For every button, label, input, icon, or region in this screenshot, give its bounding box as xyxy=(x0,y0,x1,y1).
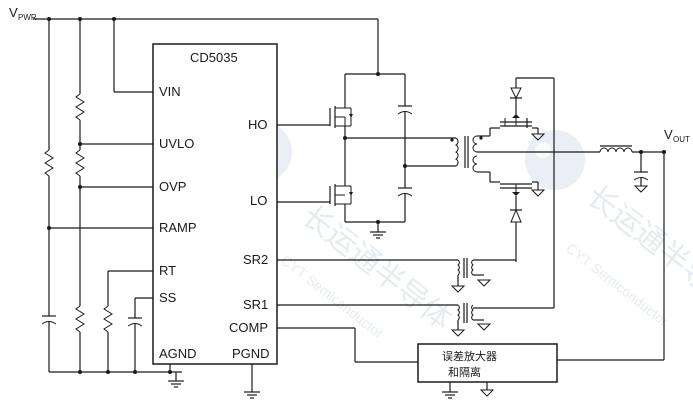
input-cap-top xyxy=(397,74,413,168)
ic-body xyxy=(152,43,278,365)
pin-sr2: SR2 xyxy=(243,252,268,267)
half-bridge-bus xyxy=(343,72,405,232)
error-amp-box xyxy=(417,343,558,383)
main-transformer xyxy=(450,135,600,173)
pin-ramp: RAMP xyxy=(159,220,197,235)
pin-ovp: OVP xyxy=(159,179,186,194)
half-bridge-ground xyxy=(370,231,386,239)
pin-sr1: SR1 xyxy=(243,297,268,312)
sync-rect-mosfet-bottom xyxy=(489,172,539,206)
output-inductor xyxy=(599,145,666,154)
pin-ho: HO xyxy=(248,117,268,132)
error-amp-ground-left xyxy=(442,382,458,399)
error-amp-label-line2: 和隔离 xyxy=(448,365,481,379)
chip-name: CD5035 xyxy=(190,50,238,65)
pin-vin: VIN xyxy=(159,84,181,99)
pin-agnd: AGND xyxy=(159,346,197,361)
error-amp-ground-right xyxy=(479,382,495,397)
watermark-cn-left: 长运通半导体 xyxy=(295,199,458,337)
vpwr-label-sub: PWR xyxy=(18,13,37,22)
ramp-wire xyxy=(47,226,153,230)
vout-label-sub: OUT xyxy=(673,135,690,144)
output-capacitor xyxy=(633,152,649,193)
input-cap-bottom xyxy=(397,166,413,222)
high-side-mosfet xyxy=(277,106,353,128)
ground-symbol xyxy=(168,380,184,388)
watermark: 长运通半导体 长运通半导体 CYT Semiconductor CYT Semi… xyxy=(232,122,693,342)
low-side-mosfet xyxy=(277,184,353,206)
pin-ss: SS xyxy=(159,290,177,305)
vpwr-label: V xyxy=(9,5,18,20)
pin-comp: COMP xyxy=(229,320,268,335)
error-amp-label-line1: 误差放大器 xyxy=(442,349,497,363)
sr2-gate-transformer xyxy=(450,258,516,293)
pin-lo: LO xyxy=(250,193,267,208)
watermark-logo-right xyxy=(525,130,585,190)
pin-pgnd: PGND xyxy=(232,346,270,361)
sync-rect-mosfet-top xyxy=(489,108,539,136)
sync-rect-top-ground xyxy=(530,133,546,141)
sr1-gate-transformer xyxy=(450,303,554,337)
vout-label: V xyxy=(664,127,673,142)
ss-capacitor xyxy=(127,297,153,372)
pin-uvlo: UVLO xyxy=(159,136,194,151)
pin-rt: RT xyxy=(159,263,176,278)
pgnd-ground xyxy=(244,364,260,399)
vpwr-rail xyxy=(33,17,379,74)
vpwr-r-c-divider xyxy=(41,19,57,372)
gate-diode-bottom xyxy=(510,206,522,262)
comp-wire xyxy=(277,327,418,363)
uvlo-ovp-divider xyxy=(75,19,85,372)
vin-wire xyxy=(113,19,153,93)
rt-resistor xyxy=(103,270,153,372)
sync-rect-bottom-ground xyxy=(530,189,546,197)
gate-diode-top xyxy=(510,77,555,308)
